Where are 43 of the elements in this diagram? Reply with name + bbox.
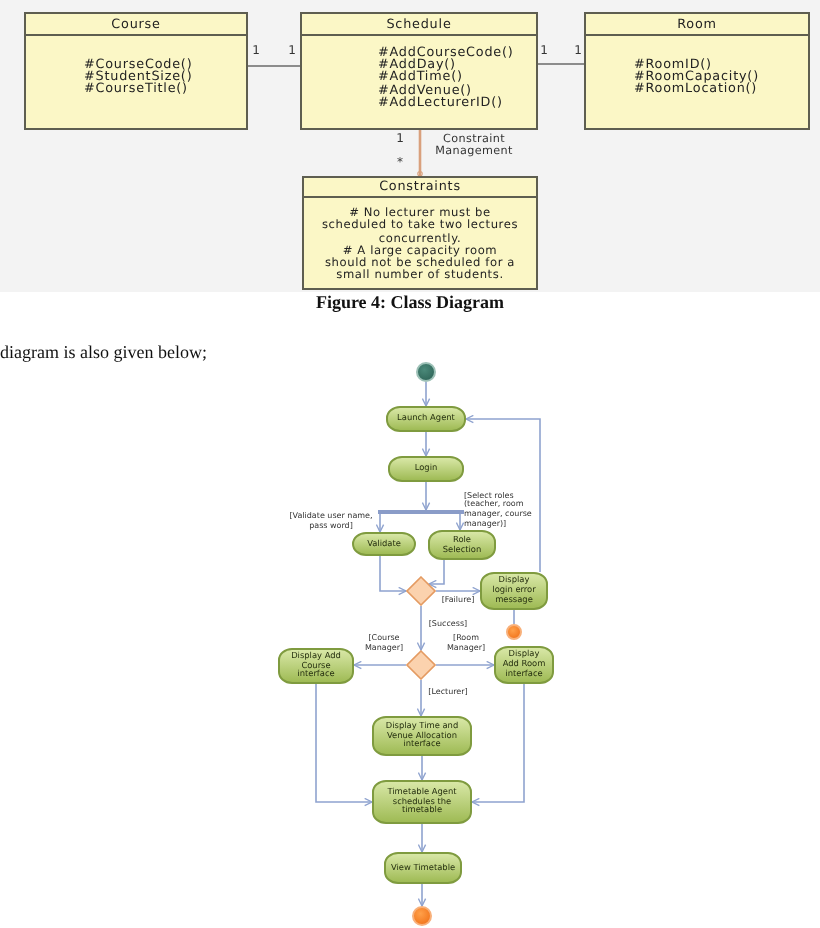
activity-box [372,716,472,756]
flow-arrow [416,679,426,717]
flow-line [513,609,515,625]
class-box [24,12,248,130]
activity-box [352,532,416,556]
figure-caption: Figure 4: Class Diagram [313,292,507,312]
class-box [300,12,538,130]
association-line [417,130,423,177]
flow-arrow [435,660,495,670]
final-node [412,906,432,926]
activity-box [384,852,462,884]
flow-arrow [375,513,385,533]
initial-node [416,362,436,382]
activity-box [480,572,548,610]
flow-arrow [435,586,481,596]
flow-arrow [417,755,427,781]
flow-arrow [455,513,465,531]
association-line [537,63,585,65]
association-line [247,65,301,67]
class-box [584,12,810,130]
flow-arrow [421,431,431,457]
note-box [302,176,538,290]
flow-arrow [428,559,445,589]
activity-box [494,646,554,684]
activity-box [372,780,472,824]
activity-box [388,456,464,482]
decision-diamond [406,650,436,680]
flow-arrow [353,660,407,670]
flow-arrow [465,414,541,573]
flow-arrow [471,683,525,807]
flow-arrow [421,381,431,407]
activity-box [278,648,354,684]
flow-arrow [416,605,426,651]
flow-arrow [417,823,427,853]
activity-box [428,530,496,560]
flow-arrow [315,683,373,807]
body-text: diagram is also given below; [0,342,207,362]
flow-arrow [421,481,431,511]
final-node [506,624,522,640]
activity-box [386,406,466,432]
flow-arrow [379,555,407,596]
decision-diamond [406,576,436,606]
flow-arrow [417,883,427,907]
